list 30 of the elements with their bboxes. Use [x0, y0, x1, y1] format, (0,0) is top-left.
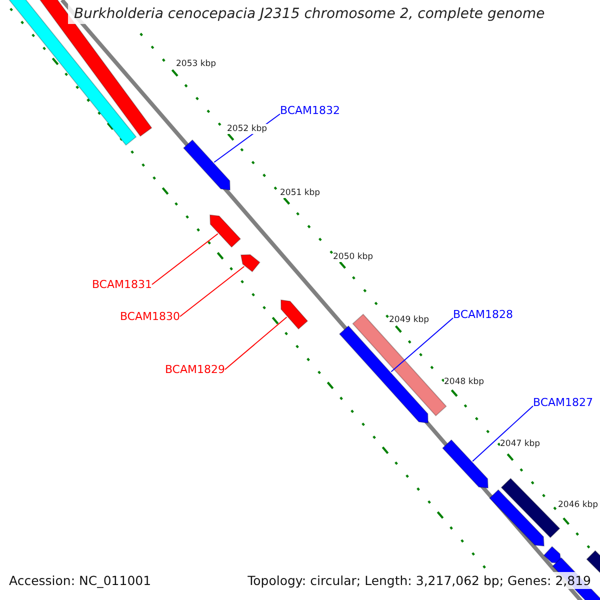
leader-line: [152, 233, 218, 285]
gene-feature: [488, 489, 545, 547]
leader-line: [180, 266, 245, 317]
gene-band: [586, 550, 600, 576]
genome-info-text: Topology: circular; Length: 3,217,062 bp; Genes: 2,819: [244, 572, 594, 589]
leader-line: [224, 316, 288, 370]
leader-line: [390, 318, 454, 372]
gene-label: BCAM1827: [533, 396, 594, 409]
scale-label: 2050 kbp: [333, 252, 374, 262]
gene-feature: [280, 299, 308, 330]
gene-feature: [209, 214, 242, 248]
gene-feature: [338, 325, 429, 424]
gene-label: BCAM1830: [120, 310, 180, 323]
scale-label: 2048 kbp: [444, 377, 484, 387]
gene-label: BCAM1828: [453, 308, 514, 321]
gene-feature: [442, 439, 489, 489]
gene-feature: [182, 139, 231, 191]
gene-feature: [543, 546, 562, 564]
gene-band: [500, 478, 560, 538]
gene-label: BCAM1829: [164, 363, 225, 376]
gene-feature: [240, 254, 260, 272]
scale-label: 2047 kbp: [500, 439, 540, 449]
scale-label: 2052 kbp: [227, 124, 268, 134]
scale-label: 2053 kbp: [176, 59, 216, 69]
gene-label: BCAM1831: [92, 278, 152, 291]
scale-label: 2046 kbp: [558, 500, 598, 510]
scale-label: 2049 kbp: [389, 315, 430, 325]
gene-label: BCAM1832: [280, 104, 340, 117]
leader-line: [472, 406, 534, 462]
scale-label: 2051 kbp: [280, 188, 320, 198]
